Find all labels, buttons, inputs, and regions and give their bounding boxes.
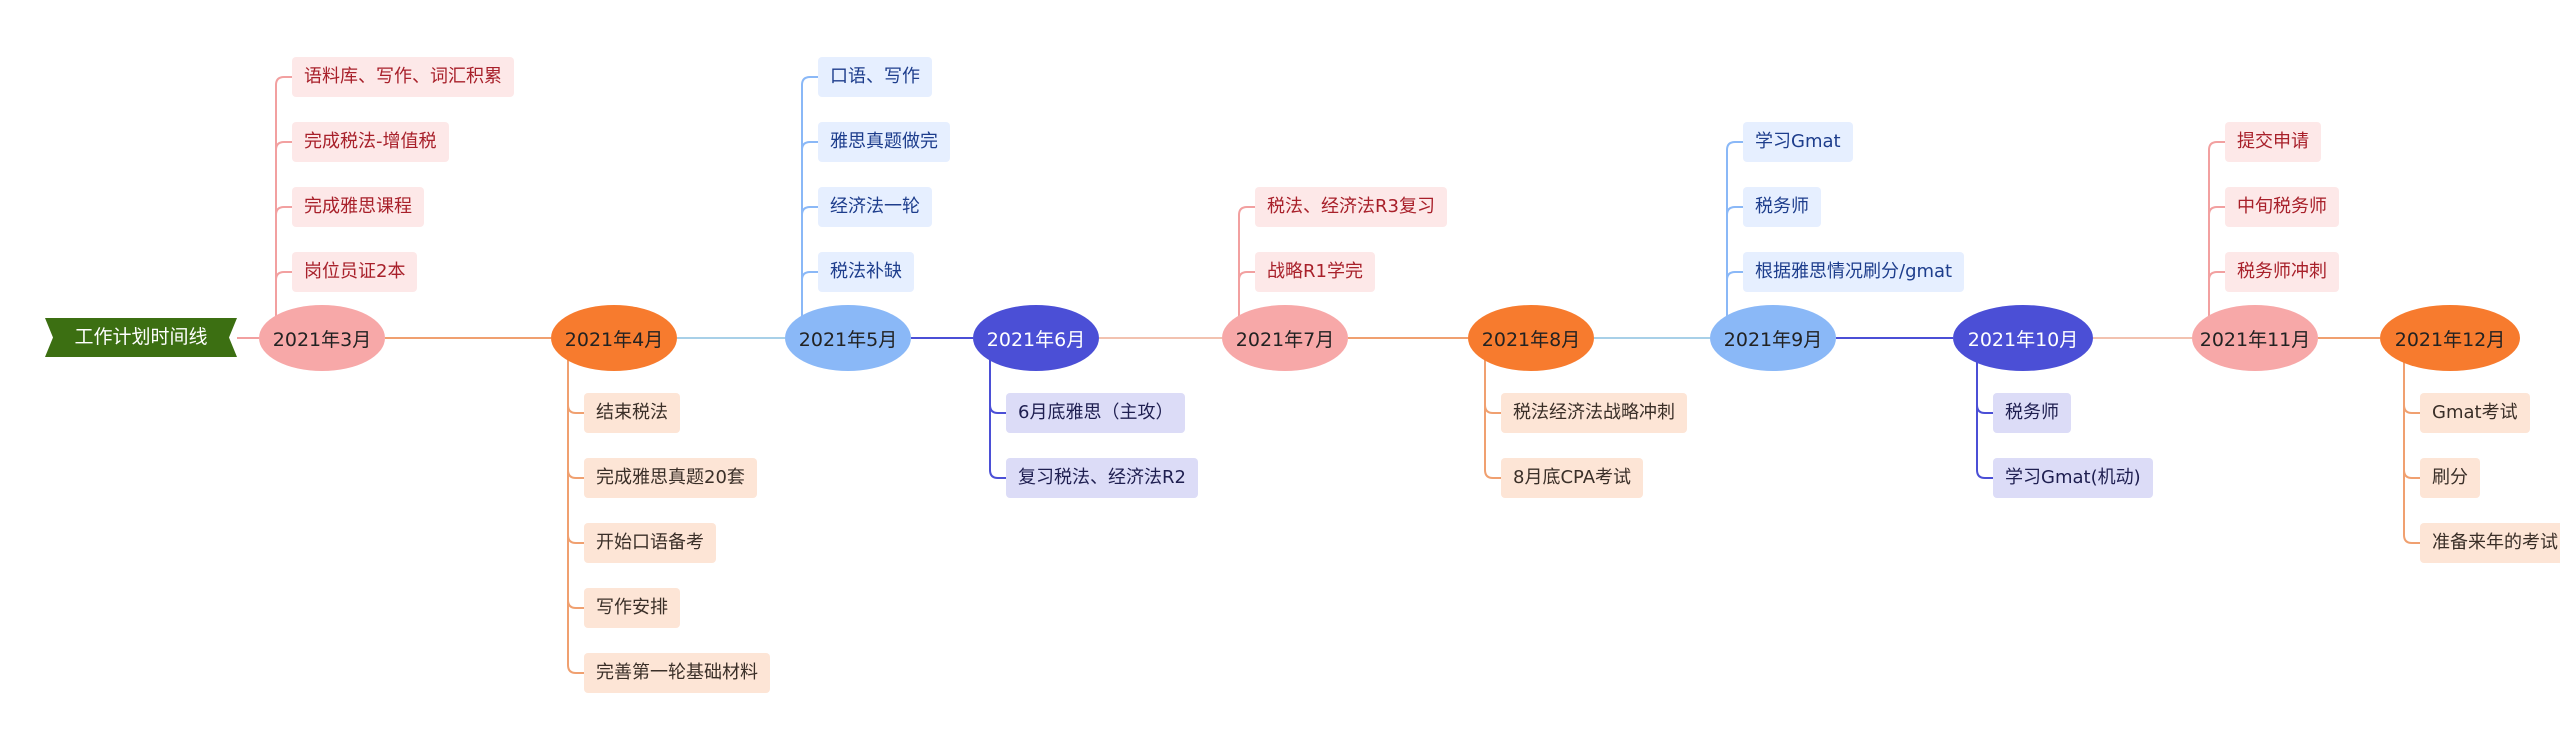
connector-line [1238, 271, 1255, 318]
plan-item[interactable]: 刷分 [2420, 458, 2480, 498]
plan-item[interactable]: 税务师 [1743, 187, 1821, 227]
connector-line [801, 271, 818, 318]
plan-item[interactable]: 6月底雅思（主攻） [1006, 393, 1186, 433]
plan-item[interactable]: 完成雅思课程 [292, 187, 424, 227]
month-node[interactable]: 2021年7月 [1222, 305, 1348, 371]
month-node[interactable]: 2021年6月 [973, 305, 1099, 371]
plan-item[interactable]: Gmat考试 [2420, 393, 2530, 433]
connector-line [801, 206, 818, 318]
plan-item[interactable]: 税法补缺 [818, 252, 914, 292]
connector-line [567, 358, 584, 674]
month-node[interactable]: 2021年3月 [259, 305, 385, 371]
connector-line [1238, 206, 1255, 318]
month-node[interactable]: 2021年11月 [2192, 305, 2318, 371]
connector-line [1726, 271, 1743, 318]
month-node[interactable]: 2021年10月 [1953, 305, 2093, 371]
plan-item[interactable]: 口语、写作 [818, 57, 932, 97]
plan-item[interactable]: 开始口语备考 [584, 523, 716, 563]
connector-line [275, 271, 292, 318]
connector-line [2208, 206, 2225, 318]
connector-line [567, 358, 584, 544]
plan-item[interactable]: 完成税法-增值税 [292, 122, 449, 162]
plan-item[interactable]: 岗位员证2本 [292, 252, 418, 292]
plan-item[interactable]: 经济法一轮 [818, 187, 932, 227]
connector-line [275, 141, 292, 318]
plan-item[interactable]: 根据雅思情况刷分/gmat [1743, 252, 1965, 292]
connector-line [1726, 206, 1743, 318]
connector-line [2403, 358, 2420, 479]
connector-line [275, 206, 292, 318]
root-topic-label: 工作计划时间线 [74, 326, 208, 348]
connector-line [989, 358, 1006, 479]
plan-item[interactable]: 战略R1学完 [1255, 252, 1375, 292]
connector-line [1484, 358, 1501, 479]
connector-line [567, 358, 584, 609]
plan-item[interactable]: 写作安排 [584, 588, 680, 628]
plan-item[interactable]: 复习税法、经济法R2 [1006, 458, 1198, 498]
plan-item[interactable]: 税务师冲刺 [2225, 252, 2339, 292]
month-node[interactable]: 2021年12月 [2380, 305, 2520, 371]
month-node[interactable]: 2021年8月 [1468, 305, 1594, 371]
root-topic-shape [45, 318, 237, 357]
plan-item[interactable]: 中旬税务师 [2225, 187, 2339, 227]
plan-item[interactable]: 语料库、写作、词汇积累 [292, 57, 514, 97]
month-node[interactable]: 2021年4月 [551, 305, 677, 371]
connector-line [801, 76, 818, 318]
connector-line [2208, 271, 2225, 318]
plan-item[interactable]: 税法经济法战略冲刺 [1501, 393, 1687, 433]
connector-line [275, 76, 292, 318]
root-topic[interactable]: 工作计划时间线 [45, 318, 237, 357]
month-node[interactable]: 2021年5月 [785, 305, 911, 371]
plan-item[interactable]: 税法、经济法R3复习 [1255, 187, 1447, 227]
plan-item[interactable]: 雅思真题做完 [818, 122, 950, 162]
connector-line [1726, 141, 1743, 318]
connector-line [2403, 358, 2420, 544]
month-node[interactable]: 2021年9月 [1710, 305, 1836, 371]
connector-line [1976, 358, 1993, 479]
plan-item[interactable]: 8月底CPA考试 [1501, 458, 1644, 498]
plan-item[interactable]: 结束税法 [584, 393, 680, 433]
plan-item[interactable]: 学习Gmat [1743, 122, 1853, 162]
connector-line [2208, 141, 2225, 318]
plan-item[interactable]: 准备来年的考试 [2420, 523, 2560, 563]
connector-line [567, 358, 584, 479]
plan-item[interactable]: 提交申请 [2225, 122, 2321, 162]
plan-item[interactable]: 税务师 [1993, 393, 2071, 433]
plan-item[interactable]: 学习Gmat(机动) [1993, 458, 2153, 498]
connector-line [801, 141, 818, 318]
plan-item[interactable]: 完成雅思真题20套 [584, 458, 757, 498]
plan-item[interactable]: 完善第一轮基础材料 [584, 653, 770, 693]
